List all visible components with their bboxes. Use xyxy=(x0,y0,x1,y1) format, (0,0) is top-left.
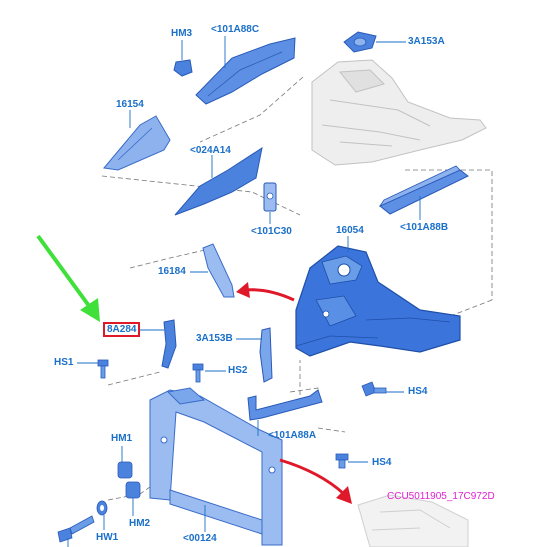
vehicle-front-structure xyxy=(357,494,469,547)
callout-3a153b: 3A153B xyxy=(196,333,233,344)
callout-hm2: HM2 xyxy=(129,518,151,529)
part-16184 xyxy=(202,243,235,298)
part-101a88a xyxy=(247,389,323,421)
callout-101a88c: <101A88C xyxy=(211,24,260,35)
callout-024a14: <024A14 xyxy=(190,145,231,156)
callout-hw1: HW1 xyxy=(96,532,119,543)
fastener-hm3 xyxy=(173,59,193,77)
fastener-hm2 xyxy=(125,481,141,499)
leader-lines xyxy=(67,36,421,547)
fastener-hs4-lower xyxy=(335,453,349,469)
fastener-hw1 xyxy=(96,500,108,516)
part-3a153b xyxy=(259,327,273,383)
callout-8a284-highlighted: 8A284 xyxy=(103,322,141,337)
part-024a14 xyxy=(174,146,263,216)
green-arrow xyxy=(36,234,100,322)
fastener-hm1 xyxy=(117,461,133,479)
part-101a88b xyxy=(378,165,469,215)
callout-16184: 16184 xyxy=(158,266,186,277)
callout-101a88b: <101A88B xyxy=(400,222,449,233)
callout-hs4-lower: HS4 xyxy=(372,457,392,468)
part-101c30 xyxy=(263,182,277,212)
part-16054 xyxy=(295,245,461,357)
vehicle-body-shell xyxy=(311,59,487,166)
callout-hs4-upper: HS4 xyxy=(408,386,428,397)
callout-16154: 16154 xyxy=(116,99,144,110)
callout-16054: 16054 xyxy=(336,225,364,236)
callout-hs1: HS1 xyxy=(54,357,74,368)
callout-101a88a: <101A88A xyxy=(268,430,317,441)
part-101a88c xyxy=(195,37,296,105)
red-arrow-lower xyxy=(279,458,352,504)
callout-3a153a: 3A153A xyxy=(408,36,445,47)
fastener-hs2 xyxy=(192,363,204,383)
red-arrow-upper xyxy=(236,282,295,302)
part-3a153a xyxy=(343,31,377,53)
callout-hm3: HM3 xyxy=(171,28,193,39)
drawing-reference-code: CCU5011905_17C972D xyxy=(387,491,495,502)
fastener-bolt-lower-left xyxy=(57,515,95,543)
fastener-hs1 xyxy=(97,359,109,379)
callout-101c30: <101C30 xyxy=(251,226,292,237)
fastener-hs4-upper xyxy=(361,381,387,397)
callout-hs2: HS2 xyxy=(228,365,248,376)
part-8a284 xyxy=(161,319,177,369)
part-00124-radiator-support xyxy=(149,387,283,546)
callout-hm1: HM1 xyxy=(111,433,133,444)
part-16154 xyxy=(103,115,171,171)
callout-00124: <00124 xyxy=(183,533,217,544)
